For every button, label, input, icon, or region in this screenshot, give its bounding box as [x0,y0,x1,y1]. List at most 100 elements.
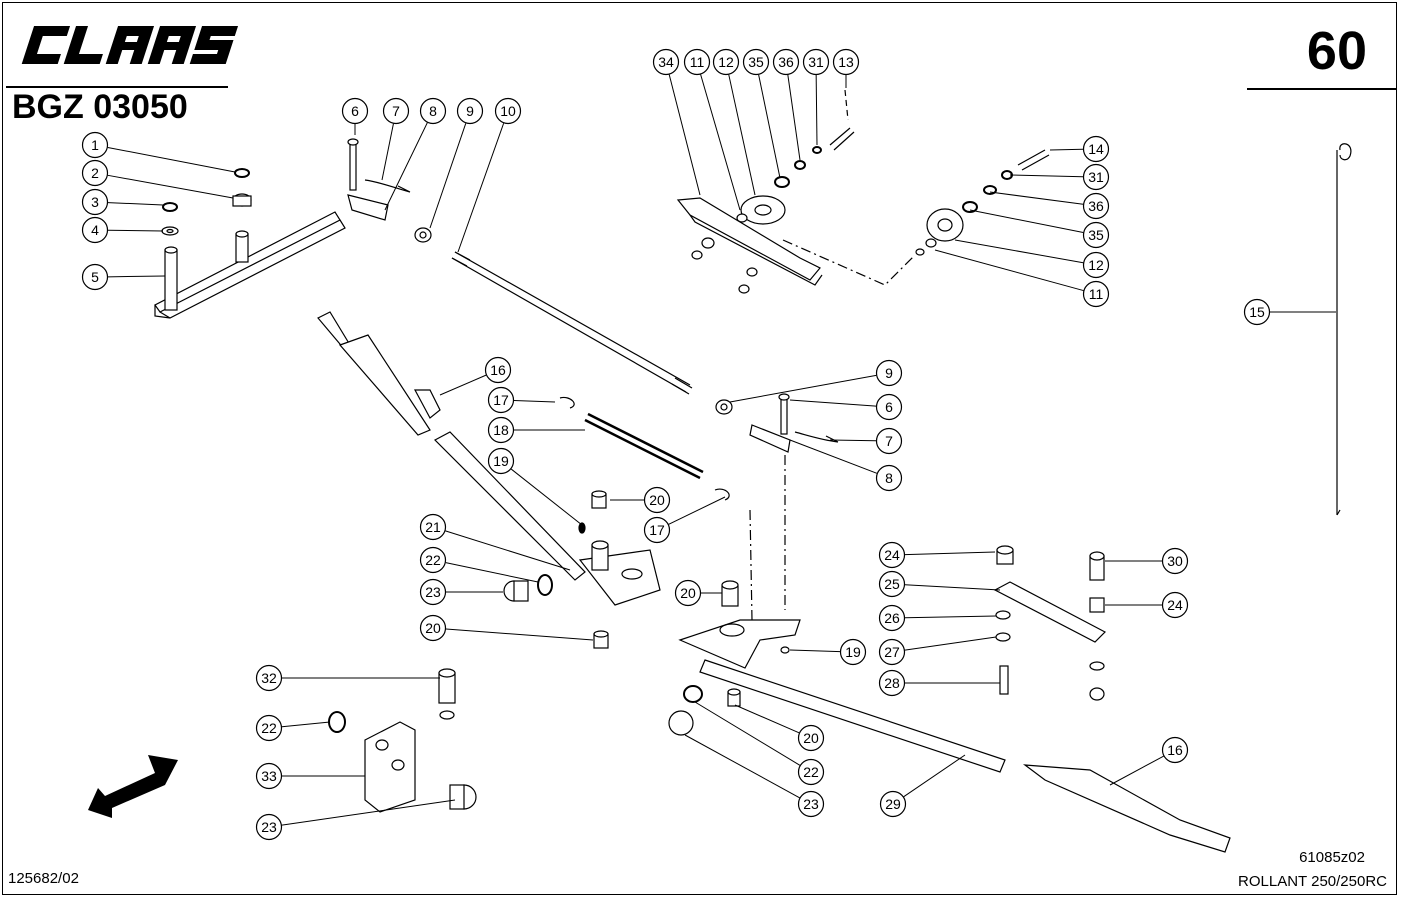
callout-bubble [419,578,447,606]
callout-label: 17 [493,392,509,408]
callout-label: 4 [91,222,99,238]
pulley-bracket [676,127,855,294]
callout-bubble [419,513,447,541]
long-rod [451,251,693,395]
callout-leader [107,275,166,278]
spring [559,396,730,501]
model-name: ROLLANT 250/250RC [1238,873,1387,890]
callout-leader [904,584,1001,591]
callout-32: 32 [255,664,283,692]
callout-7: 7 [875,427,903,455]
callout-5: 5 [81,263,109,291]
callout-label: 13 [838,54,854,70]
header-rule-right [1247,88,1397,90]
callout-bubble [875,359,903,387]
callout-bubble [1243,298,1271,326]
callout-9: 9 [875,359,903,387]
callout-label: 24 [884,547,900,563]
callout-label: 14 [1088,141,1104,157]
lever-left [317,311,586,581]
callout-23: 23 [255,813,283,841]
callout-bubble [494,97,522,125]
callout-bubble [81,263,109,291]
callout-leader [728,74,756,196]
callout-leader [954,239,1084,264]
callout-11: 11 [683,48,711,76]
callout-bubble [419,614,447,642]
callout-leader [107,202,164,206]
callout-bubble [742,48,770,76]
callout-leader [787,74,801,161]
callout-label: 29 [885,796,901,812]
callout-33: 33 [255,762,283,790]
callout-leader [934,249,1084,292]
direction-arrow [88,755,178,818]
callout-label: 20 [425,620,441,636]
callout-25: 25 [878,570,906,598]
callout-leader [904,636,997,651]
callout-leader [107,229,164,232]
callout-bubble [674,579,702,607]
callout-leader [513,399,556,403]
callout-leader [445,530,571,571]
callout-leader [789,399,877,407]
callout-label: 31 [808,54,824,70]
callout-label: 6 [351,103,359,119]
callout-12: 12 [1082,251,1110,279]
callout-27: 27 [878,638,906,666]
callout-21: 21 [419,513,447,541]
drawing-reference: 61085z02 [1299,849,1365,866]
callout-bubble [419,546,447,574]
callout-bubble [456,97,484,125]
callout-label: 8 [429,103,437,119]
callout-leader [904,551,996,556]
callout-17: 17 [643,516,671,544]
callout-31: 31 [1082,163,1110,191]
callout-bubble [81,188,109,216]
callout-31: 31 [802,48,830,76]
callout-leader [789,649,841,653]
callout-leader [668,496,726,525]
callout-bubble [879,790,907,818]
callout-label: 24 [1167,597,1183,613]
callout-bubble [255,664,283,692]
callout-10: 10 [494,97,522,125]
callout-bubble [878,638,906,666]
callout-leader [429,123,467,229]
callout-bubble [1082,251,1110,279]
callout-9: 9 [456,97,484,125]
callout-label: 22 [261,720,277,736]
callout-bubble [643,486,671,514]
callout-20: 20 [797,724,825,752]
callout-bubble [797,758,825,786]
callout-leader [510,468,583,526]
mounting-plate [328,668,477,813]
callout-label: 23 [425,584,441,600]
callout-22: 22 [255,714,283,742]
callout-leader [1109,755,1164,786]
callout-leader [989,191,1084,205]
callout-6: 6 [875,393,903,421]
claas-logo [21,26,239,64]
callout-leader [281,799,456,826]
callout-bubble [81,159,109,187]
callout-label: 20 [649,492,665,508]
callout-label: 23 [261,819,277,835]
callout-leader [439,374,487,396]
callout-label: 9 [466,103,474,119]
page-number: 60 [1306,21,1367,81]
clevis-upper [347,138,411,221]
callout-label: 11 [690,54,705,70]
callout-bubble [81,131,109,159]
callout-7: 7 [382,97,410,125]
callout-label: 26 [884,610,900,626]
callout-label: 36 [778,54,794,70]
callout-bubble [81,216,109,244]
callout-leader [445,562,539,583]
callout-label: 23 [803,796,819,812]
callout-leader [969,209,1084,233]
callout-label: 33 [261,768,277,784]
callout-label: 34 [658,54,674,70]
